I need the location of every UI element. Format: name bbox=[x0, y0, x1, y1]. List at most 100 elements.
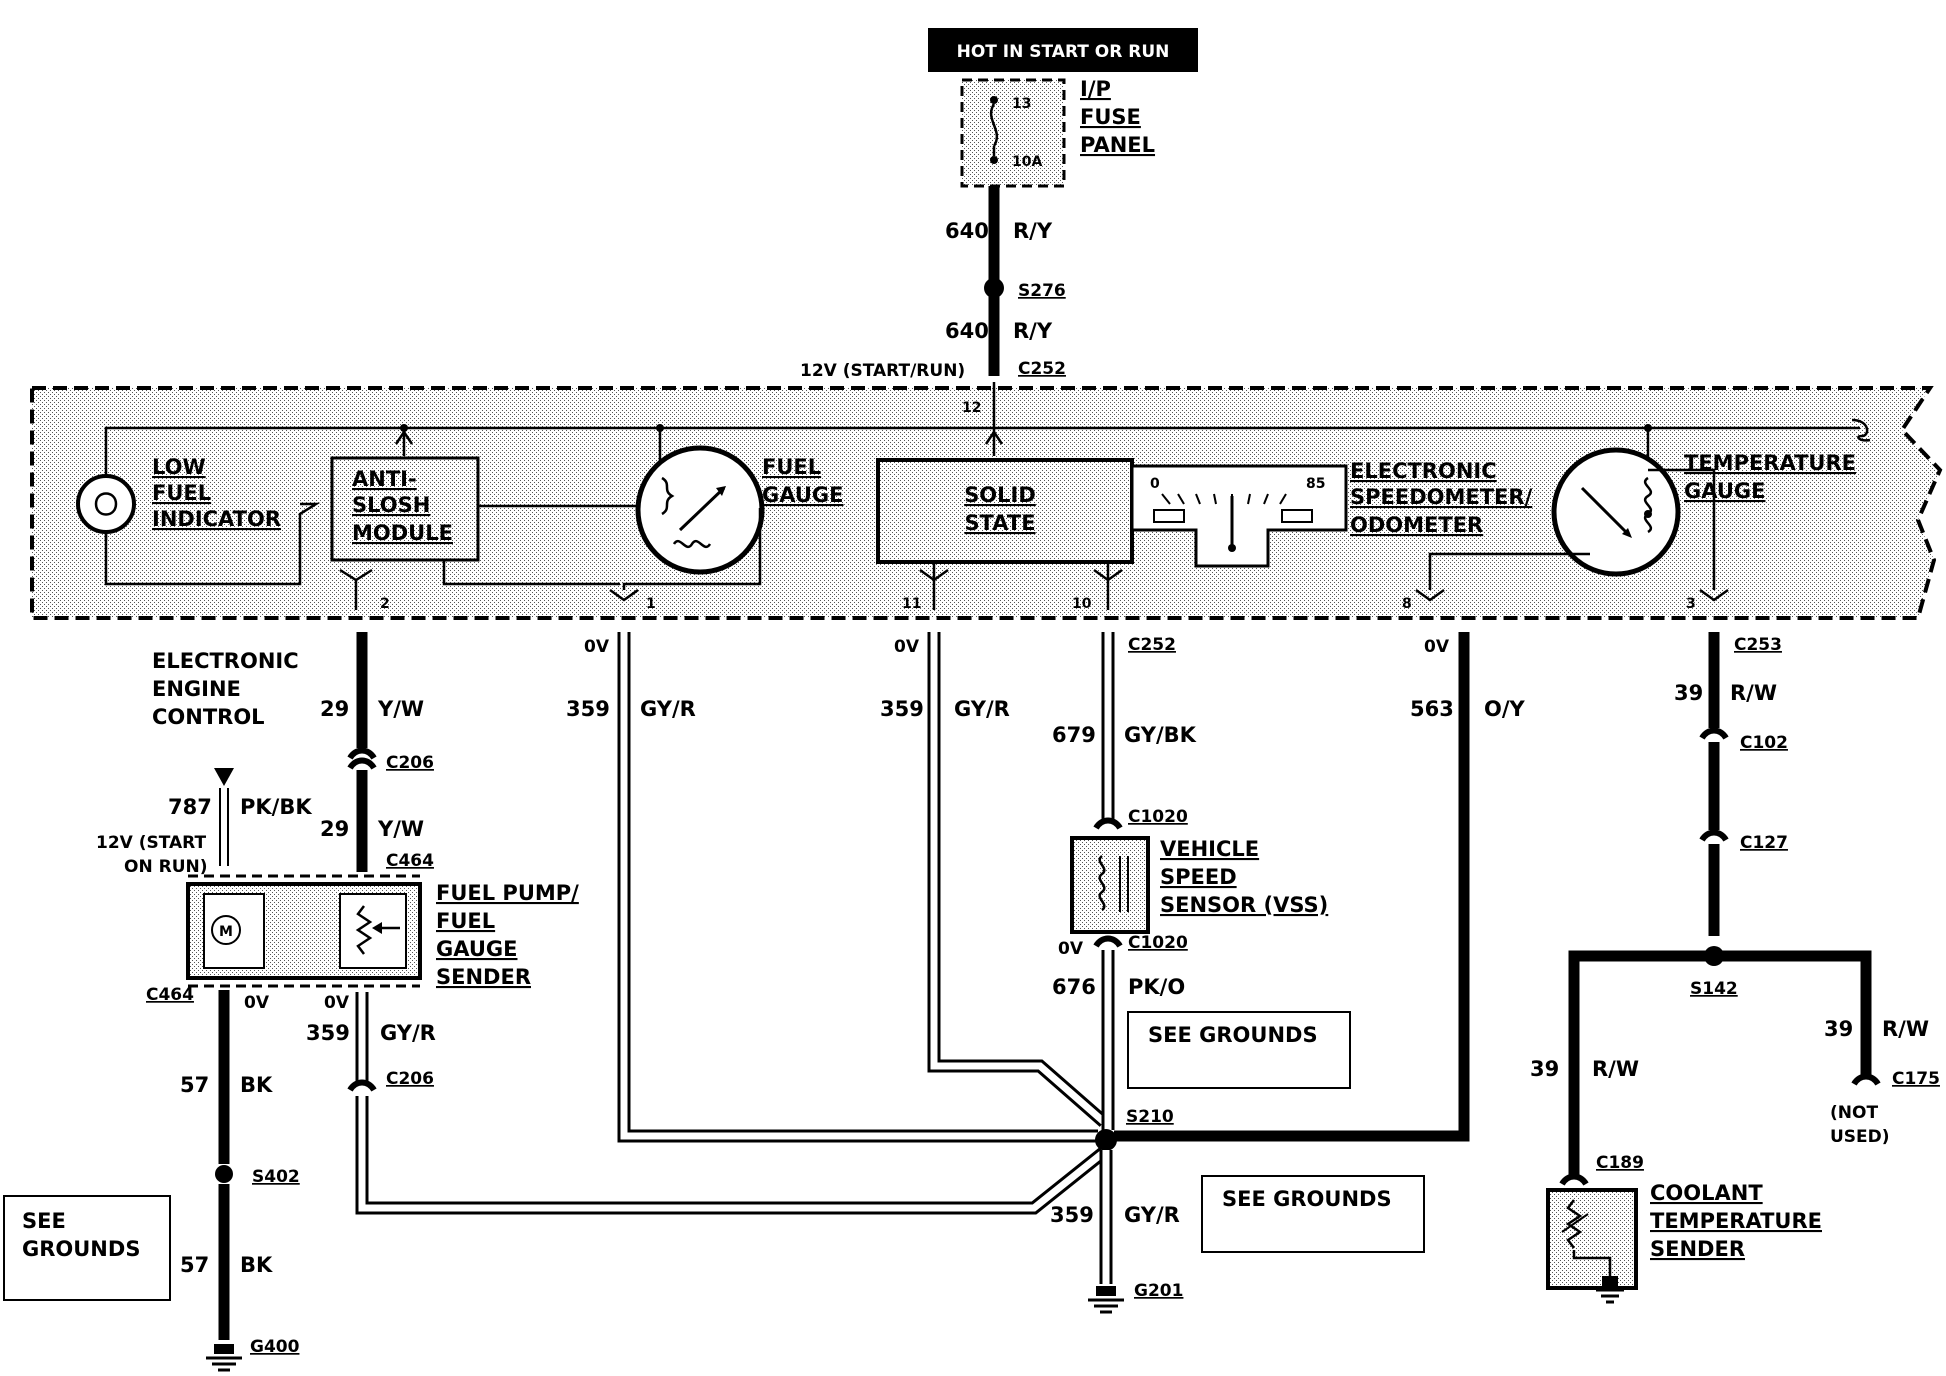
wire-640-color-2: R/Y bbox=[1013, 319, 1053, 343]
solid-state-feed-arrow bbox=[984, 429, 1004, 445]
vss-sensor-icon bbox=[1098, 855, 1129, 912]
connector-c252-top: C252 bbox=[1018, 359, 1066, 379]
speedometer-label-2: SPEEDOMETER/ bbox=[1350, 485, 1533, 509]
voltage-0v-ground-b: 0V bbox=[324, 993, 350, 1013]
connector-c206-bottom-label: C206 bbox=[386, 1069, 434, 1089]
cluster-pin-3: 3 bbox=[1686, 596, 1696, 612]
eec-label-1: ELECTRONIC bbox=[152, 649, 299, 673]
temp-gauge-label-2: GAUGE bbox=[1684, 479, 1765, 503]
wire-359-pin11-color: GY/R bbox=[954, 697, 1010, 721]
splice-s276-dot bbox=[984, 278, 1004, 298]
not-used-label-2: USED) bbox=[1830, 1127, 1890, 1147]
coolant-label-1: COOLANT bbox=[1650, 1181, 1763, 1205]
wire-359-pin11 bbox=[927, 632, 1109, 1127]
ground-coolant-icon bbox=[1596, 1276, 1624, 1304]
cluster-pin-11: 11 bbox=[902, 596, 921, 612]
splice-s402-label: S402 bbox=[252, 1167, 300, 1187]
speedometer-scale-icon bbox=[1153, 493, 1313, 552]
wire-359-ground-circuit: 359 bbox=[1050, 1203, 1094, 1227]
wire-57-color-b: BK bbox=[240, 1253, 273, 1277]
wire-57-circuit-b: 57 bbox=[180, 1253, 209, 1277]
svg-text:M: M bbox=[219, 924, 233, 940]
ground-g400-icon bbox=[206, 1344, 242, 1372]
wire-640-circuit-2: 640 bbox=[945, 319, 989, 343]
power-arrow-icon bbox=[214, 768, 234, 786]
vss-label-1: VEHICLE bbox=[1160, 837, 1259, 861]
wire-563 bbox=[1114, 632, 1470, 1142]
fuel-pump-label-4: SENDER bbox=[436, 965, 531, 989]
supply-note-12v: 12V (START/RUN) bbox=[800, 361, 965, 381]
cluster-pin-1: 1 bbox=[646, 596, 656, 612]
fuse-number: 13 bbox=[1012, 96, 1031, 112]
low-fuel-label-1: LOW bbox=[152, 455, 206, 479]
wire-787-circuit: 787 bbox=[168, 795, 212, 819]
fuse-icon bbox=[989, 96, 999, 164]
ground-g201-label: G201 bbox=[1134, 1281, 1183, 1301]
speedometer-display-box bbox=[1130, 464, 1348, 568]
coolant-label-2: TEMPERATURE bbox=[1650, 1209, 1822, 1233]
wire-359-pin1-circuit: 359 bbox=[566, 697, 610, 721]
header-label: HOT IN START OR RUN bbox=[957, 42, 1170, 62]
c189-connector bbox=[1559, 1173, 1589, 1186]
low-fuel-label-3: INDICATOR bbox=[152, 507, 281, 531]
solid-state-label-2: STATE bbox=[964, 511, 1035, 535]
wire-679-circuit: 679 bbox=[1052, 723, 1096, 747]
ground-g201-icon bbox=[1088, 1286, 1124, 1314]
fuel-gauge-label-1: FUEL bbox=[762, 455, 821, 479]
c127-connector bbox=[1699, 829, 1729, 842]
wire-39-circuit-a: 39 bbox=[1674, 681, 1703, 705]
c102-connector bbox=[1699, 727, 1729, 740]
splice-s402-dot bbox=[215, 1165, 233, 1183]
wire-676-color: PK/O bbox=[1128, 975, 1185, 999]
fuse-panel-box bbox=[960, 78, 1066, 188]
temp-to-pin3 bbox=[1648, 468, 1716, 590]
connector-c206-top-label: C206 bbox=[386, 753, 434, 773]
fuel-gauge-sender-resistor-icon bbox=[339, 893, 407, 969]
wire-29-color-a: Y/W bbox=[377, 697, 424, 721]
wire-640-circuit-1: 640 bbox=[945, 219, 989, 243]
splice-s276-label: S276 bbox=[1018, 281, 1066, 301]
cluster-pin-12: 12 bbox=[962, 400, 981, 416]
fuel-gauge-icon bbox=[635, 445, 765, 575]
coolant-label-3: SENDER bbox=[1650, 1237, 1745, 1261]
wire-359-left bbox=[355, 992, 1109, 1215]
fuel-pump-label-2: FUEL bbox=[436, 909, 495, 933]
cluster-pin-2: 2 bbox=[380, 596, 390, 612]
voltage-0v-pin11: 0V bbox=[894, 637, 920, 657]
anti-slosh-module-box bbox=[330, 456, 480, 562]
see-grounds-2: SEE GROUNDS bbox=[1222, 1187, 1392, 1211]
speedometer-label-3: ODOMETER bbox=[1350, 513, 1483, 537]
wire-359-pin1-color: GY/R bbox=[640, 697, 696, 721]
temperature-gauge-icon bbox=[1551, 447, 1681, 577]
speedo-min: 0 bbox=[1150, 476, 1160, 492]
wire-359-left-color: GY/R bbox=[380, 1021, 436, 1045]
fuel-gauge-label-2: GAUGE bbox=[762, 483, 843, 507]
wire-57-color-a: BK bbox=[240, 1073, 273, 1097]
wire-29-circuit-b: 29 bbox=[320, 817, 349, 841]
cluster-pin-10: 10 bbox=[1072, 596, 1092, 612]
temp-to-pin8 bbox=[1428, 552, 1590, 590]
c206-connector-top bbox=[347, 747, 377, 760]
low-fuel-return bbox=[104, 502, 321, 586]
speedometer-label-1: ELECTRONIC bbox=[1350, 459, 1497, 483]
wire-39-color-a: R/W bbox=[1730, 681, 1777, 705]
anti-slosh-label-3: MODULE bbox=[352, 521, 453, 545]
voltage-0v-vss: 0V bbox=[1058, 939, 1084, 959]
c1020-connector-bottom bbox=[1093, 935, 1123, 948]
splice-s210-dot bbox=[1095, 1129, 1117, 1151]
connector-c102-label: C102 bbox=[1740, 733, 1788, 753]
wire-359-pin11-circuit: 359 bbox=[880, 697, 924, 721]
vss-label-3: SENSOR (VSS) bbox=[1160, 893, 1328, 917]
cluster-pin-8: 8 bbox=[1402, 596, 1412, 612]
fuel-pump-label-1: FUEL PUMP/ bbox=[436, 881, 579, 905]
connector-c464-bottom-label: C464 bbox=[146, 985, 194, 1005]
c175-connector bbox=[1851, 1073, 1881, 1086]
wire-39-color-b: R/W bbox=[1592, 1057, 1639, 1081]
left-supply-note-1: 12V (START bbox=[96, 833, 207, 853]
anti-slosh-label-2: SLOSH bbox=[352, 493, 430, 517]
anti-slosh-label-1: ANTI- bbox=[352, 467, 417, 491]
c206-connector-bottom bbox=[347, 1079, 377, 1092]
low-fuel-label-2: FUEL bbox=[152, 481, 211, 505]
fuse-panel-label-2: FUSE bbox=[1080, 105, 1141, 129]
